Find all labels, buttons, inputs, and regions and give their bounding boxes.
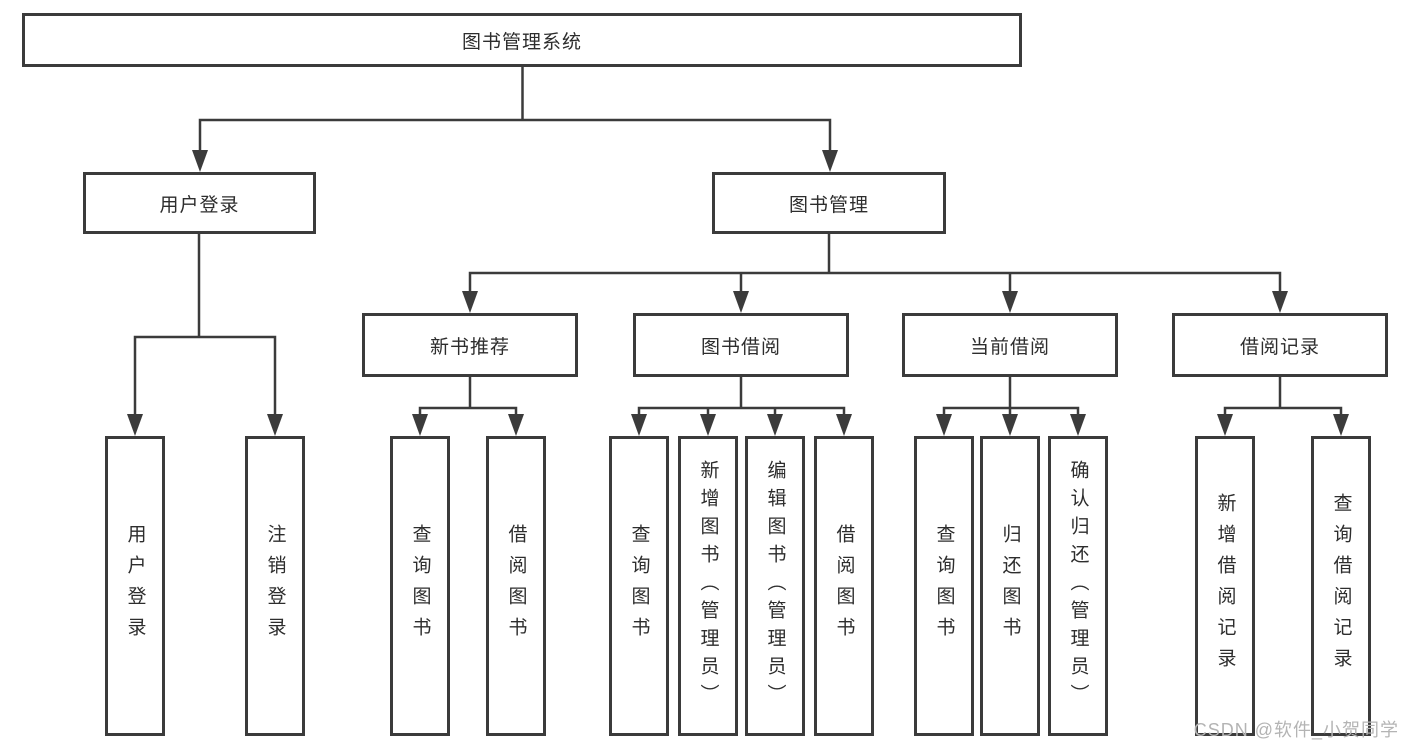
node-borrowing-records: 借阅记录: [1172, 313, 1388, 377]
leaf-user-login: 用户登录: [105, 436, 165, 736]
leaf-query-borrow-record: 查询借阅记录: [1311, 436, 1371, 736]
leaf-label: 查询图书: [933, 524, 955, 648]
leaf-label: 用户登录: [124, 524, 146, 648]
leaf-label: 查询借阅记录: [1330, 493, 1352, 679]
leaf-label: 新增借阅记录: [1214, 493, 1236, 679]
leaf-label: 新增图书（管理员）: [697, 460, 719, 712]
leaf-logout: 注销登录: [245, 436, 305, 736]
leaf-confirm-return-admin: 确认归还（管理员）: [1048, 436, 1108, 736]
node-current-borrowing: 当前借阅: [902, 313, 1118, 377]
node-book-management: 图书管理: [712, 172, 946, 234]
leaf-label: 借阅图书: [833, 524, 855, 648]
leaf-query-books-recommend: 查询图书: [390, 436, 450, 736]
node-user-login: 用户登录: [83, 172, 316, 234]
leaf-return-books: 归还图书: [980, 436, 1040, 736]
leaf-edit-books-admin: 编辑图书（管理员）: [745, 436, 805, 736]
leaf-label: 借阅图书: [505, 524, 527, 648]
leaf-label: 注销登录: [264, 524, 286, 648]
leaf-label: 查询图书: [409, 524, 431, 648]
leaf-query-books-borrowing: 查询图书: [609, 436, 669, 736]
leaf-add-borrow-record: 新增借阅记录: [1195, 436, 1255, 736]
leaf-label: 归还图书: [999, 524, 1021, 648]
csdn-watermark: CSDN @软件_小贺同学: [1193, 720, 1399, 740]
leaf-add-books-admin: 新增图书（管理员）: [678, 436, 738, 736]
leaf-borrow-books-borrowing: 借阅图书: [814, 436, 874, 736]
leaf-label: 查询图书: [628, 524, 650, 648]
leaf-label: 确认归还（管理员）: [1067, 460, 1089, 712]
node-book-borrowing: 图书借阅: [633, 313, 849, 377]
node-new-book-recommend: 新书推荐: [362, 313, 578, 377]
leaf-borrow-books-recommend: 借阅图书: [486, 436, 546, 736]
leaf-query-books-current: 查询图书: [914, 436, 974, 736]
leaf-label: 编辑图书（管理员）: [764, 460, 786, 712]
node-library-management-system: 图书管理系统: [22, 13, 1022, 67]
